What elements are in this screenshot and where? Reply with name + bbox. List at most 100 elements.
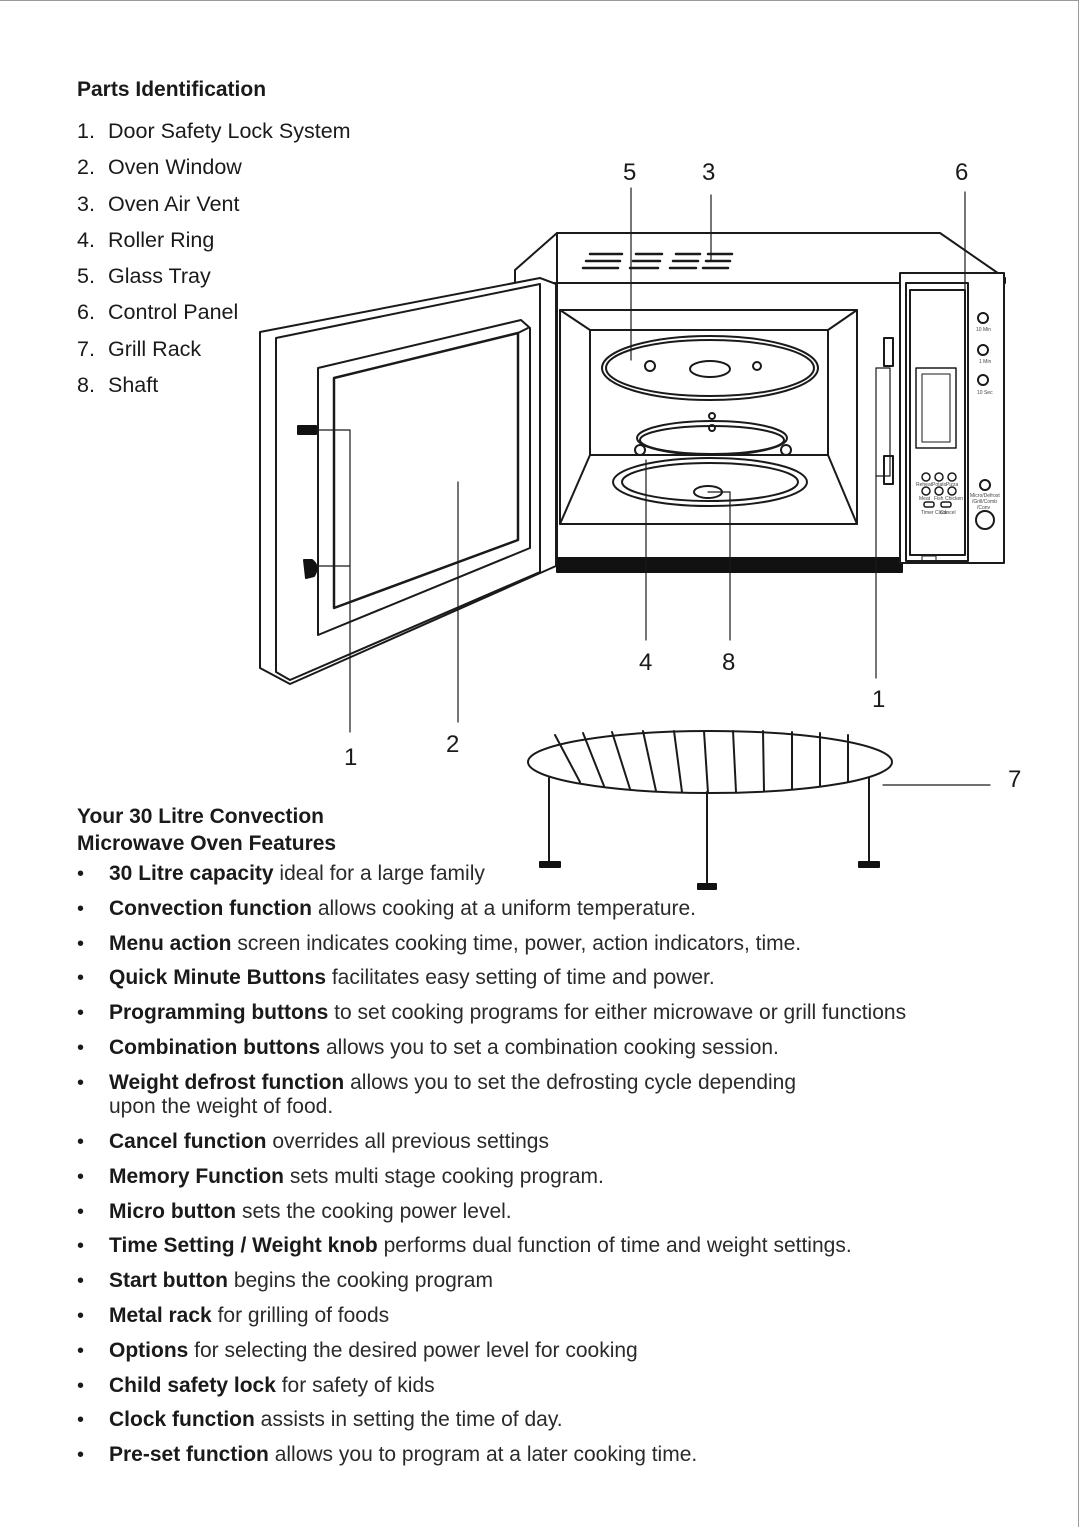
feature-term: Menu action <box>109 931 232 955</box>
feature-desc: allows you to set a combination cooking … <box>320 1035 779 1059</box>
parts-item: 6. Control Panel <box>77 294 351 330</box>
feature-desc: facilitates easy setting of time and pow… <box>326 966 715 990</box>
parts-item-number: 5. <box>77 264 95 289</box>
feature-item: Metal rack for grilling of foods <box>77 1304 1037 1329</box>
oven-door <box>259 277 557 685</box>
feature-term: Child safety lock <box>109 1373 276 1397</box>
parts-item-label: Roller Ring <box>108 227 215 252</box>
feature-desc: performs dual function of time and weigh… <box>377 1234 852 1258</box>
feature-desc: allows you to program at a later cooking… <box>268 1443 698 1467</box>
feature-desc: screen indicates cooking time, power, ac… <box>231 931 802 955</box>
microwave-diagram: 5 3 6 4 8 1 1 2 7 10 Min 1 Min 10 Sec Mi… <box>259 159 1021 890</box>
parts-item: 3. Oven Air Vent <box>77 186 351 222</box>
feature-desc: begins the cooking program <box>227 1269 493 1293</box>
feature-term: Pre-set function <box>109 1443 269 1467</box>
callout-2: 2 <box>446 731 459 758</box>
feature-term: Combination buttons <box>109 1035 321 1059</box>
callout-8: 8 <box>722 649 735 676</box>
parts-item: 8.Shaft <box>77 367 351 403</box>
feature-term: Convection function <box>109 896 312 920</box>
feature-item: Quick Minute Buttons facilitates easy se… <box>77 966 1037 991</box>
feature-item: 30 Litre capacity ideal for a large fami… <box>77 862 1037 887</box>
glass-tray <box>601 335 819 401</box>
feature-desc: for grilling of foods <box>211 1304 390 1328</box>
ten-min-label: 10 Min <box>976 327 991 333</box>
callouts: 5 3 6 4 8 1 1 2 7 <box>344 159 1021 793</box>
control-panel <box>899 272 1005 564</box>
feature-item: Convection function allows cooking at a … <box>77 897 1037 922</box>
feature-term: Programming buttons <box>109 1001 329 1025</box>
feature-item: Clock function assists in setting the ti… <box>77 1408 1037 1433</box>
ten-sec-button-icon <box>977 374 989 386</box>
feature-desc: allows you to set the defrosting cycle d… <box>344 1070 797 1094</box>
feature-desc: assists in setting the time of day. <box>254 1408 563 1432</box>
parts-item-label: Grill Rack <box>108 336 202 361</box>
feature-item: Cancel function overrides all previous s… <box>77 1130 1037 1155</box>
feature-term: Quick Minute Buttons <box>109 966 326 990</box>
feature-term: Start button <box>109 1269 228 1293</box>
parts-item-label: Glass Tray <box>108 264 211 289</box>
feature-item: Time Setting / Weight knob performs dual… <box>77 1234 1037 1259</box>
feature-desc: allows cooking at a uniform temperature. <box>312 896 697 920</box>
roller-ring <box>612 412 808 507</box>
callout-5: 5 <box>623 159 636 186</box>
parts-item-number: 3. <box>77 191 95 216</box>
callout-1-right: 1 <box>872 686 885 713</box>
feature-item: Programming buttons to set cooking progr… <box>77 1001 1037 1026</box>
parts-item: 4.Roller Ring <box>77 222 351 258</box>
parts-item-number: 6. <box>77 300 95 325</box>
features-title: Your 30 Litre Convection Microwave Oven … <box>77 805 337 855</box>
timer-clock-label: Timer Clock <box>921 510 948 516</box>
feature-term: Time Setting / Weight knob <box>109 1234 378 1258</box>
door-latch <box>297 425 318 579</box>
parts-item-number: 8. <box>77 373 95 398</box>
time-weight-knob-icon <box>975 510 995 530</box>
feature-item: Weight defrost function allows you to se… <box>77 1071 1037 1120</box>
callout-6: 6 <box>955 159 968 186</box>
reheat-label: Reheat <box>916 482 933 488</box>
feature-term: Options <box>109 1338 189 1362</box>
parts-item-label: Oven Air Vent <box>108 191 240 216</box>
feature-desc: sets the cooking power level. <box>236 1199 512 1223</box>
feature-desc: to set cooking programs for either micro… <box>328 1001 907 1025</box>
feature-desc: sets multi stage cooking program. <box>284 1164 604 1188</box>
parts-item: 1.Door Safety Lock System <box>77 113 351 149</box>
parts-list: 1.Door Safety Lock System 2.Oven Window … <box>77 113 351 403</box>
potato-label: Potato <box>932 482 947 488</box>
meat-label: Meat <box>919 496 931 502</box>
feature-term: Clock function <box>109 1408 255 1432</box>
feature-item: Micro button sets the cooking power leve… <box>77 1200 1037 1225</box>
callout-1-left: 1 <box>344 744 357 771</box>
callout-4: 4 <box>639 649 652 676</box>
feature-desc-continued: upon the weight of food. <box>109 1095 334 1119</box>
air-vent-icon <box>581 252 734 270</box>
chicken-label: Chicken <box>945 496 963 502</box>
parts-item: 5. Glass Tray <box>77 258 351 294</box>
feature-term: Metal rack <box>109 1304 212 1328</box>
callout-7: 7 <box>1008 766 1021 793</box>
feature-item: Child safety lock for safety of kids <box>77 1374 1037 1399</box>
grill-comb-label: /Grill/Comb <box>972 499 997 505</box>
parts-item-label: Control Panel <box>108 300 239 325</box>
feature-desc: overrides all previous settings <box>266 1130 549 1154</box>
fish-label: Fish <box>934 496 944 502</box>
feature-item: Combination buttons allows you to set a … <box>77 1036 1037 1061</box>
micro-button-icon <box>979 479 991 491</box>
conv-label: /Conv <box>977 505 991 511</box>
micro-defrost-label: Micro/Defrost <box>970 493 1000 499</box>
parts-item-number: 7. <box>77 336 95 361</box>
feature-term: 30 Litre capacity <box>109 862 274 885</box>
feature-desc: ideal for a large family <box>273 862 485 885</box>
parts-item-number: 1. <box>77 119 95 143</box>
leader-lines <box>315 187 991 786</box>
one-min-label: 1 Min <box>979 359 991 365</box>
feature-item: Pre-set function allows you to program a… <box>77 1443 1037 1468</box>
feature-item: Memory Function sets multi stage cooking… <box>77 1165 1037 1190</box>
feature-item: Menu action screen indicates cooking tim… <box>77 932 1037 957</box>
feature-item: Start button begins the cooking program <box>77 1269 1037 1294</box>
feature-term: Weight defrost function <box>109 1070 345 1094</box>
feature-desc: for safety of kids <box>275 1373 435 1397</box>
callout-3: 3 <box>702 159 715 186</box>
grill-rack <box>527 730 893 890</box>
